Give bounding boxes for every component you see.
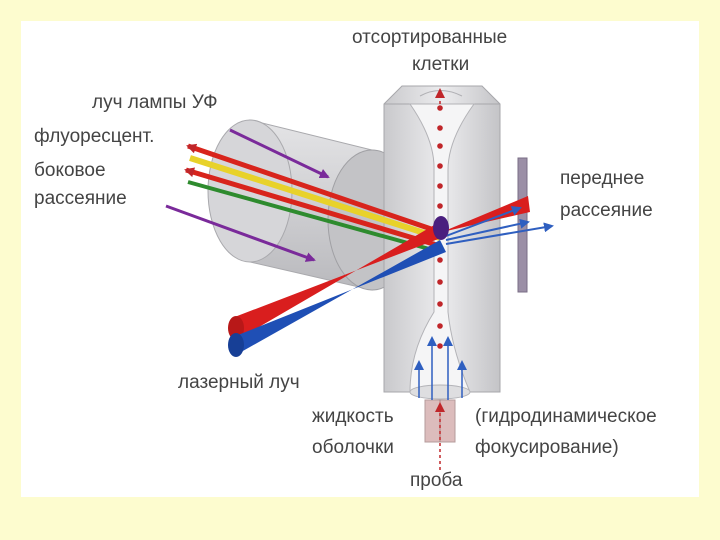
- label-sorted-cells-line2: клетки: [412, 54, 469, 76]
- label-sheath-fluid-line1: жидкость: [312, 406, 394, 428]
- forward-scatter-detector: [518, 158, 527, 292]
- label-laser-beam: лазерный луч: [178, 372, 300, 394]
- interrogation-point: [433, 216, 449, 240]
- label-focusing-line2: фокусирование): [475, 437, 619, 459]
- label-fluorescence: флуоресцент.: [34, 126, 154, 148]
- label-sample: проба: [410, 470, 462, 492]
- label-uv-beam: луч лампы УФ: [92, 92, 218, 114]
- label-focusing-line1: (гидродинамическое: [475, 406, 657, 428]
- label-side-scatter-line1: боковое: [34, 160, 106, 182]
- label-sheath-fluid-line2: оболочки: [312, 437, 394, 459]
- label-sorted-cells-line1: отсортированные: [352, 27, 507, 49]
- label-forward-scatter-line2: рассеяние: [560, 200, 653, 222]
- label-side-scatter-line2: рассеяние: [34, 188, 127, 210]
- label-forward-scatter-line1: переднее: [560, 168, 644, 190]
